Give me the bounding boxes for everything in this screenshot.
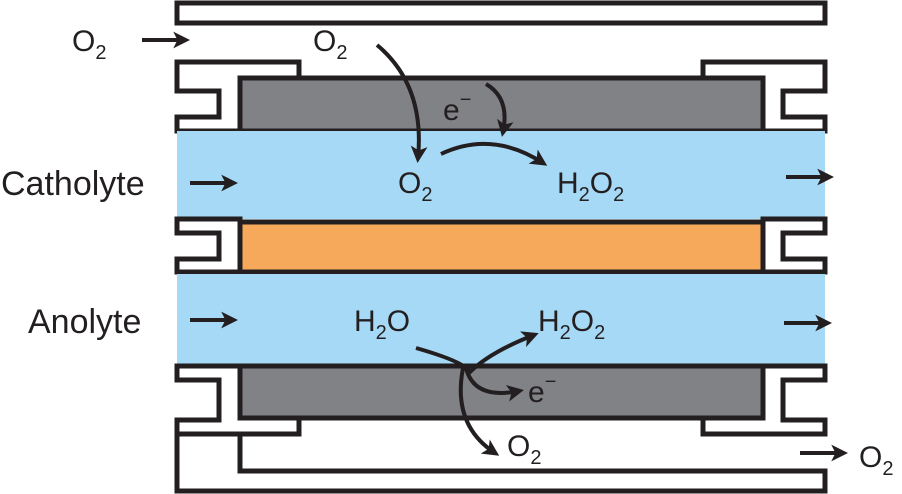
o2-anode-out-label: O2 <box>507 430 541 469</box>
curved-arrow-icon <box>415 331 539 376</box>
h2o2-catholyte-label: H2O2 <box>557 167 624 206</box>
o2-cathode-in-label: O2 <box>313 25 347 64</box>
electron-cathode-label: e− <box>443 89 471 127</box>
o2-inlet-label: O2 <box>72 25 106 64</box>
bottom-right-bracket <box>700 363 828 437</box>
curved-arrow-icon <box>375 43 428 164</box>
h2o-anolyte-label: H2O <box>354 305 410 344</box>
electron-anode-label: e− <box>528 371 556 409</box>
curved-arrow-icon <box>440 141 548 166</box>
o2-catholyte-label: O2 <box>398 167 432 206</box>
membrane-right-bracket <box>760 216 828 275</box>
curved-arrow-icon <box>464 367 524 402</box>
membrane-left-bracket <box>174 216 243 275</box>
o2-outlet-label: O2 <box>859 441 893 480</box>
curved-arrow-icon <box>484 82 514 137</box>
anolyte-label: Anolyte <box>28 303 141 341</box>
membrane <box>237 219 766 275</box>
top-gas-plate <box>174 0 828 26</box>
catholyte-label: Catholyte <box>1 165 145 203</box>
bottom-gas-plate <box>174 431 828 494</box>
h2o2-anolyte-label: H2O2 <box>538 305 605 344</box>
curved-arrow-icon <box>458 367 500 456</box>
